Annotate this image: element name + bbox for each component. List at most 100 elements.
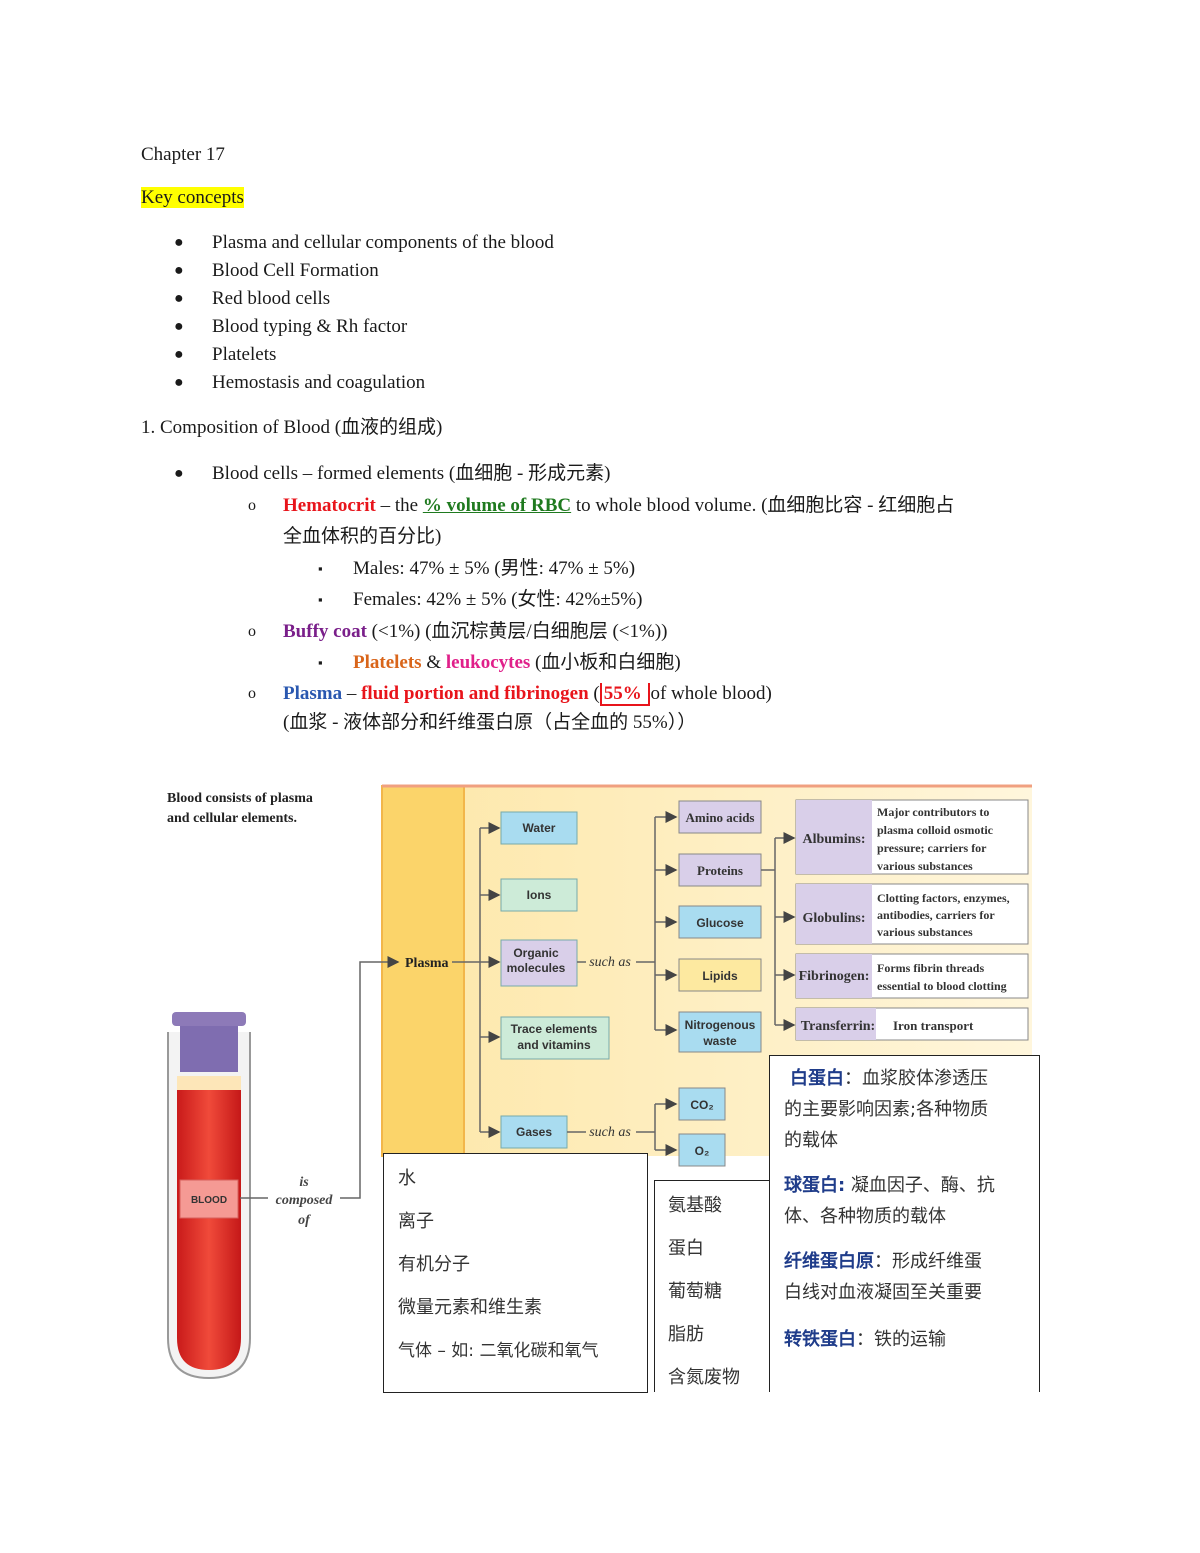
cn-left-item: 水: [398, 1168, 416, 1189]
co2-box: [678, 1087, 726, 1121]
concept-item: Red blood cells: [212, 288, 331, 309]
concept-item: Hemostasis and coagulation: [212, 372, 426, 393]
gases-label: Gases: [516, 1125, 552, 1139]
tube-label: BLOOD: [191, 1195, 227, 1206]
cn-fibrinogen-desc: ：形成纤维蛋: [874, 1251, 982, 1272]
platelets-line: Platelets & leukocytes (血小板和白细胞): [353, 651, 681, 675]
bullet-disc: ●: [174, 346, 184, 363]
hematocrit-highlight: % volume of RBC: [422, 495, 572, 516]
cn-left-item: 气体 – 如: 二氧化碳和氧气: [398, 1341, 599, 1361]
cn-fibrinogen-line: 纤维蛋白原：形成纤维蛋: [784, 1247, 982, 1273]
o2-box: [678, 1133, 726, 1167]
ions-label: Ions: [527, 888, 552, 902]
cn-albumin-line-3: 的载体: [784, 1130, 838, 1151]
fibrinogen-desc: Forms fibrin threads: [877, 961, 984, 975]
lipids-label: Lipids: [702, 969, 738, 983]
globulins-desc: Clotting factors, enzymes,: [877, 891, 1010, 905]
waste-label: waste: [702, 1034, 737, 1048]
bullet-circle: o: [248, 497, 256, 514]
cn-transferrin-desc: ：铁的运输: [856, 1329, 946, 1350]
key-concepts-heading: Key concepts: [141, 186, 244, 210]
o2-label: O₂: [695, 1144, 710, 1158]
globulins-desc: antibodies, carriers for: [877, 908, 995, 922]
bullet-disc: ●: [174, 318, 184, 335]
such-as-organic: such as: [589, 955, 631, 970]
fibrinogen-label: Fibrinogen:: [799, 969, 870, 984]
plasma-label: Plasma: [405, 956, 449, 971]
cn-left-item: 微量元素和维生素: [398, 1297, 542, 1318]
blood-cells-line: Blood cells – formed elements (血细胞 - 形成元…: [212, 463, 611, 484]
globulins-label: Globulins:: [802, 911, 865, 926]
buffy-coat-rest: (<1%) (血沉棕黄层/白细胞层 (<1%)): [366, 621, 668, 642]
trace-label: Trace elements: [511, 1022, 598, 1036]
is-label: is: [299, 1175, 309, 1190]
bullet-disc: ●: [174, 374, 184, 391]
leukocytes-term: leukocytes: [445, 652, 531, 673]
organic-label: Organic: [513, 946, 559, 960]
albumins-desc: various substances: [877, 859, 973, 873]
such-as-gases: such as: [589, 1125, 631, 1140]
buffy-coat-line: Buffy coat (<1%) (血沉棕黄层/白细胞层 (<1%)): [283, 620, 667, 644]
cn-transferrin-line: 转铁蛋白：铁的运输: [784, 1325, 946, 1351]
albumins-desc: Major contributors to: [877, 805, 989, 819]
hematocrit-term: Hematocrit: [283, 495, 376, 516]
key-concepts-highlight: Key concepts: [141, 187, 244, 208]
gases-box: [500, 1115, 568, 1149]
chapter-title: Chapter 17: [141, 144, 225, 165]
plasma-percent: 55%: [599, 683, 651, 706]
cn-left-item: 离子: [398, 1211, 434, 1232]
males-line: Males: 47% ± 5% (男性: 47% ± 5%): [353, 558, 636, 579]
transferrin-label: Transferrin:: [801, 1019, 875, 1034]
hematocrit-line: Hematocrit – the % volume of RBC to whol…: [283, 494, 954, 518]
concept-item: Plasma and cellular components of the bl…: [212, 232, 554, 253]
albumins-desc: plasma colloid osmotic: [877, 823, 994, 837]
cn-albumin-line: 白蛋白：血浆胶体渗透压: [790, 1064, 988, 1090]
cn-mid-item: 氨基酸: [668, 1195, 722, 1216]
cn-left-box: 水 离子 有机分子 微量元素和维生素 气体 – 如: 二氧化碳和氧气: [383, 1153, 648, 1393]
cn-fibrinogen-line-2: 白线对血液凝固至关重要: [784, 1282, 982, 1303]
albumins-desc: pressure; carriers for: [877, 841, 987, 855]
cn-mid-box: 氨基酸 蛋白 葡萄糖 脂肪 含氮废物: [654, 1180, 771, 1392]
hematocrit-dash: – the: [375, 495, 423, 516]
bullet-disc: ●: [174, 290, 184, 307]
bullet-circle: o: [248, 685, 256, 702]
plasma-term: Plasma: [283, 683, 343, 704]
cn-mid-item: 含氮废物: [668, 1367, 740, 1388]
plasma-open: (: [588, 683, 600, 704]
bullet-square: ▪: [318, 561, 323, 576]
plasma-line: Plasma – fluid portion and fibrinogen (5…: [283, 682, 772, 706]
hematocrit-rest: to whole blood volume. (血细胞比容 - 红细胞占: [571, 495, 955, 516]
transferrin-desc: Iron transport: [893, 1018, 974, 1033]
molecules-label: molecules: [507, 961, 566, 975]
concept-item: Blood Cell Formation: [212, 260, 379, 281]
albumins-label: Albumins:: [802, 832, 865, 847]
cn-transferrin-term: 转铁蛋白: [784, 1329, 856, 1350]
amino-acids-box: [678, 800, 762, 834]
lipids-box: [678, 958, 762, 992]
cn-albumin-line-2: 的主要影响因素;各种物质: [784, 1099, 989, 1120]
of-label: of: [298, 1213, 311, 1228]
bullet-square: ▪: [318, 592, 323, 607]
plasma-rest: of whole blood): [650, 683, 772, 704]
blood-tube: BLOOD: [167, 1012, 251, 1380]
cn-globulin-term: 球蛋白:: [784, 1175, 846, 1196]
bullet-square: ▪: [318, 655, 323, 670]
cn-albumin-term: 白蛋白: [790, 1068, 844, 1089]
water-box: [500, 811, 578, 845]
platelets-term: Platelets: [353, 652, 422, 673]
cn-left-item: 有机分子: [398, 1254, 470, 1275]
bullet-circle: o: [248, 623, 256, 640]
cn-globulin-desc: 凝血因子、酶、抗: [845, 1175, 995, 1196]
nitrogenous-label: Nitrogenous: [685, 1018, 756, 1032]
platelets-amp: &: [421, 652, 446, 673]
nitrogenous-waste-box: [678, 1011, 762, 1053]
glucose-box: [678, 905, 762, 939]
bullet-disc: ●: [174, 262, 184, 279]
cn-albumin-desc: ：血浆胶体渗透压: [844, 1068, 988, 1089]
bullet-disc: ●: [174, 234, 184, 251]
trace-elements-box: [500, 1016, 610, 1060]
co2-label: CO₂: [690, 1098, 713, 1112]
concept-item: Blood typing & Rh factor: [212, 316, 408, 337]
proteins-label: Proteins: [697, 863, 743, 878]
globulins-desc: various substances: [877, 925, 973, 939]
